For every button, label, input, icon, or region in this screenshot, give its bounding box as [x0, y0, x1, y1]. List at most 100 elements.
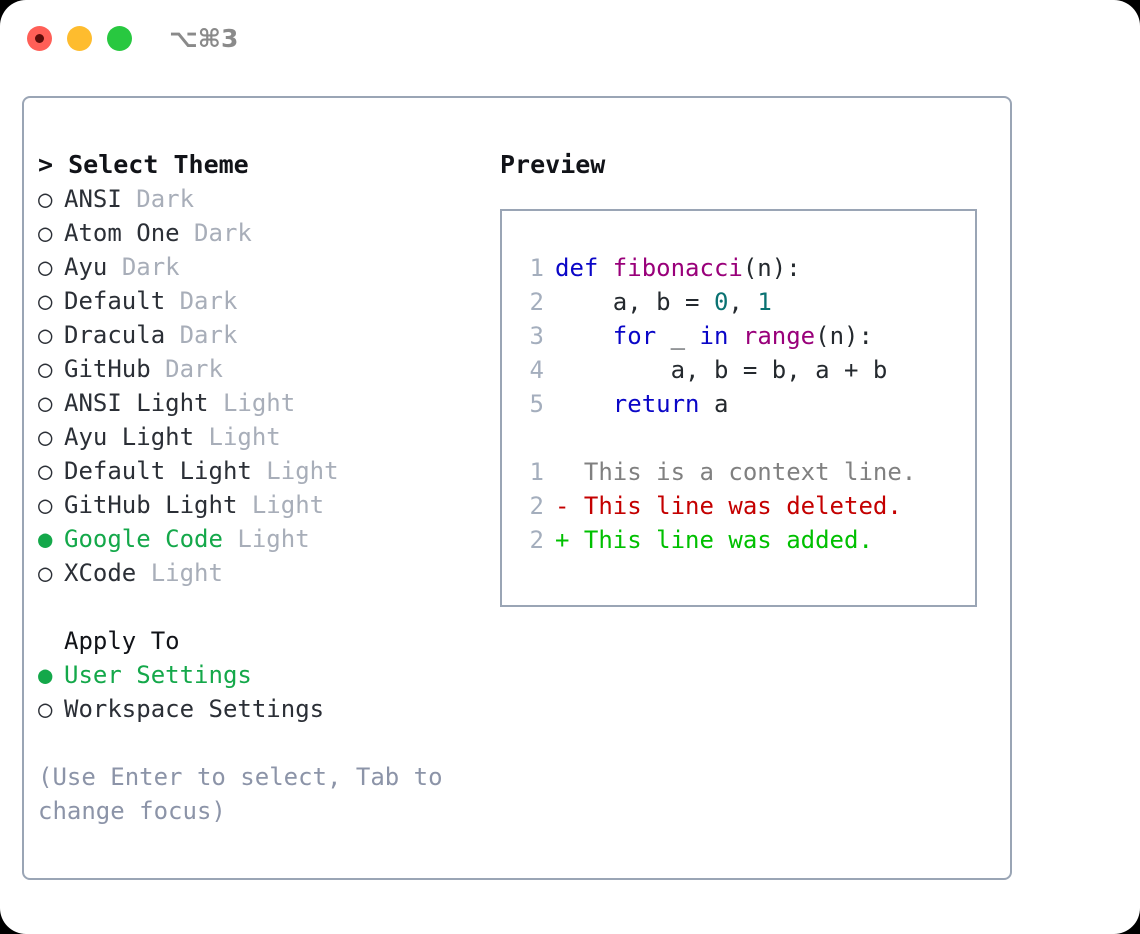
- preview-header: Preview: [500, 150, 606, 179]
- apply-to-option-workspace-settings[interactable]: ○Workspace Settings: [38, 692, 488, 726]
- radio-unselected-icon: ○: [38, 355, 53, 383]
- theme-option-variant: Light: [266, 457, 339, 485]
- theme-option-label: GitHub Light: [64, 491, 238, 519]
- theme-option-ayu-light[interactable]: ○ Ayu Light Light: [38, 420, 488, 454]
- diff-sample: 1 This is a context line.2- This line wa…: [516, 455, 975, 557]
- diff-text: This is a context line.: [583, 458, 917, 486]
- diff-marker: -: [555, 492, 570, 520]
- theme-option-label: Default: [64, 287, 166, 315]
- theme-option-xcode[interactable]: ○XCode Light: [38, 556, 488, 590]
- code-token: for: [612, 322, 657, 350]
- theme-option-ayu[interactable]: ○ Ayu Dark: [38, 250, 488, 284]
- maximize-button[interactable]: [107, 26, 132, 51]
- theme-option-variant: Light: [208, 423, 281, 451]
- code-token: (n):: [815, 322, 873, 350]
- code-line: 3 for _ in range(n):: [516, 319, 975, 353]
- diff-spacer: [569, 458, 583, 486]
- theme-option-label: Atom One: [64, 219, 180, 247]
- window-controls: [27, 26, 132, 51]
- radio-unselected-icon: ○: [38, 559, 53, 587]
- apply-to-list: ● User Settings ○Workspace Settings: [38, 658, 488, 726]
- theme-option-variant: Dark: [121, 253, 180, 281]
- apply-to-option-label: User Settings: [64, 661, 252, 689]
- theme-option-label: Default Light: [64, 457, 252, 485]
- keyboard-shortcut-label: ⌥⌘3: [169, 24, 239, 53]
- theme-option-google-code[interactable]: ● Google Code Light: [38, 522, 488, 556]
- diff-marker: [555, 458, 569, 486]
- line-number: 2: [529, 492, 544, 520]
- theme-option-label: GitHub: [64, 355, 151, 383]
- code-token: 1: [757, 288, 772, 316]
- theme-option-default[interactable]: ○ Default Dark: [38, 284, 488, 318]
- code-token: 0: [713, 288, 729, 316]
- theme-option-label: ANSI Light: [64, 389, 209, 417]
- line-number: 5: [529, 390, 544, 418]
- code-line: 5 return a: [516, 387, 975, 421]
- code-token: def: [555, 254, 613, 282]
- title-bar: ⌥⌘3: [0, 0, 1140, 78]
- theme-list: ○ANSI Dark○Atom One Dark○Ayu Dark○Defaul…: [38, 182, 488, 590]
- theme-option-label: Google Code: [64, 525, 223, 553]
- minimize-button[interactable]: [67, 26, 92, 51]
- code-token: fibonacci: [612, 254, 743, 282]
- theme-option-variant: Light: [251, 491, 325, 519]
- code-token: a, b =: [555, 288, 714, 316]
- theme-option-variant: Light: [237, 525, 310, 553]
- theme-option-dracula[interactable]: ○Dracula Dark: [38, 318, 488, 352]
- radio-selected-icon: ●: [38, 525, 53, 553]
- apply-to-option-user-settings[interactable]: ● User Settings: [38, 658, 488, 692]
- code-token: ,: [728, 288, 758, 316]
- theme-option-variant: Light: [222, 389, 296, 417]
- keyboard-hint: (Use Enter to select, Tab to change focu…: [38, 763, 443, 825]
- theme-option-label: Dracula: [64, 321, 166, 349]
- code-token: _: [656, 322, 700, 350]
- diff-spacer: [569, 492, 583, 520]
- radio-unselected-icon: ○: [38, 491, 53, 519]
- line-number: 1: [529, 254, 544, 282]
- radio-unselected-icon: ○: [38, 321, 53, 349]
- code-line: 1 def fibonacci(n):: [516, 251, 975, 285]
- close-button[interactable]: [27, 26, 52, 51]
- line-number: 2: [529, 526, 544, 554]
- code-token: [555, 390, 613, 418]
- line-number: 2: [529, 288, 544, 316]
- diff-line: 2- This line was deleted.: [516, 489, 975, 523]
- radio-unselected-icon: ○: [38, 219, 53, 247]
- line-number: 4: [529, 356, 544, 384]
- diff-line: 2 + This line was added.: [516, 523, 975, 557]
- code-token: (n):: [742, 254, 801, 282]
- theme-option-label: Ayu: [64, 253, 108, 281]
- radio-unselected-icon: ○: [38, 253, 53, 281]
- select-theme-header: > Select Theme: [38, 150, 249, 179]
- code-line: 4 a, b = b, a + b: [516, 353, 975, 387]
- theme-option-github-light[interactable]: ○ GitHub Light Light: [38, 488, 488, 522]
- code-token: a, b = b, a + b: [555, 356, 888, 384]
- code-token: in: [699, 322, 729, 350]
- diff-spacer: [569, 526, 583, 554]
- main-panel: > Select Theme ○ANSI Dark○Atom One Dark○…: [22, 96, 1012, 880]
- radio-unselected-icon: ○: [38, 185, 53, 213]
- theme-option-variant: Dark: [179, 287, 238, 315]
- theme-option-variant: Dark: [165, 355, 223, 383]
- theme-picker-column: > Select Theme ○ANSI Dark○Atom One Dark○…: [38, 148, 488, 828]
- code-token: a: [699, 390, 729, 418]
- diff-marker: +: [555, 526, 570, 554]
- apply-to-option-label: Workspace Settings: [64, 695, 325, 723]
- theme-option-variant: Light: [150, 559, 223, 587]
- code-token: [728, 322, 742, 350]
- radio-selected-icon: ●: [38, 661, 53, 689]
- code-token: [555, 322, 613, 350]
- theme-option-github[interactable]: ○ GitHub Dark: [38, 352, 488, 386]
- radio-unselected-icon: ○: [38, 423, 53, 451]
- theme-option-ansi[interactable]: ○ANSI Dark: [38, 182, 488, 216]
- theme-option-variant: Dark: [194, 219, 252, 247]
- diff-text: This line was added.: [583, 526, 873, 554]
- radio-unselected-icon: ○: [38, 287, 53, 315]
- theme-option-atom-one[interactable]: ○ Atom One Dark: [38, 216, 488, 250]
- theme-option-default-light[interactable]: ○Default Light Light: [38, 454, 488, 488]
- theme-option-label: Ayu Light: [64, 423, 195, 451]
- theme-option-ansi-light[interactable]: ○ANSI Light Light: [38, 386, 488, 420]
